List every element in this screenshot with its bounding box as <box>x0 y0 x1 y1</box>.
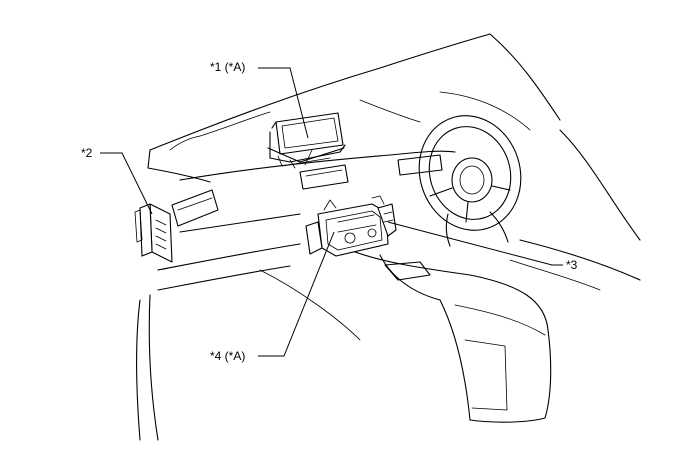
callout-3-label: *3 <box>566 258 578 272</box>
callout-2-label: *2 <box>81 146 93 160</box>
leader-3 <box>387 221 563 266</box>
callout-4-label: *4 (*A) <box>210 349 246 363</box>
leader-1 <box>258 67 309 139</box>
control-module <box>134 203 173 263</box>
dashboard-body <box>136 33 641 441</box>
leader-2 <box>100 152 153 215</box>
center-panel-unit <box>305 195 397 257</box>
steering-wheel <box>418 115 522 247</box>
leader-lines <box>100 67 563 357</box>
leader-4 <box>258 231 335 357</box>
display-unit <box>267 112 346 169</box>
callout-1-label: *1 (*A) <box>210 60 246 74</box>
